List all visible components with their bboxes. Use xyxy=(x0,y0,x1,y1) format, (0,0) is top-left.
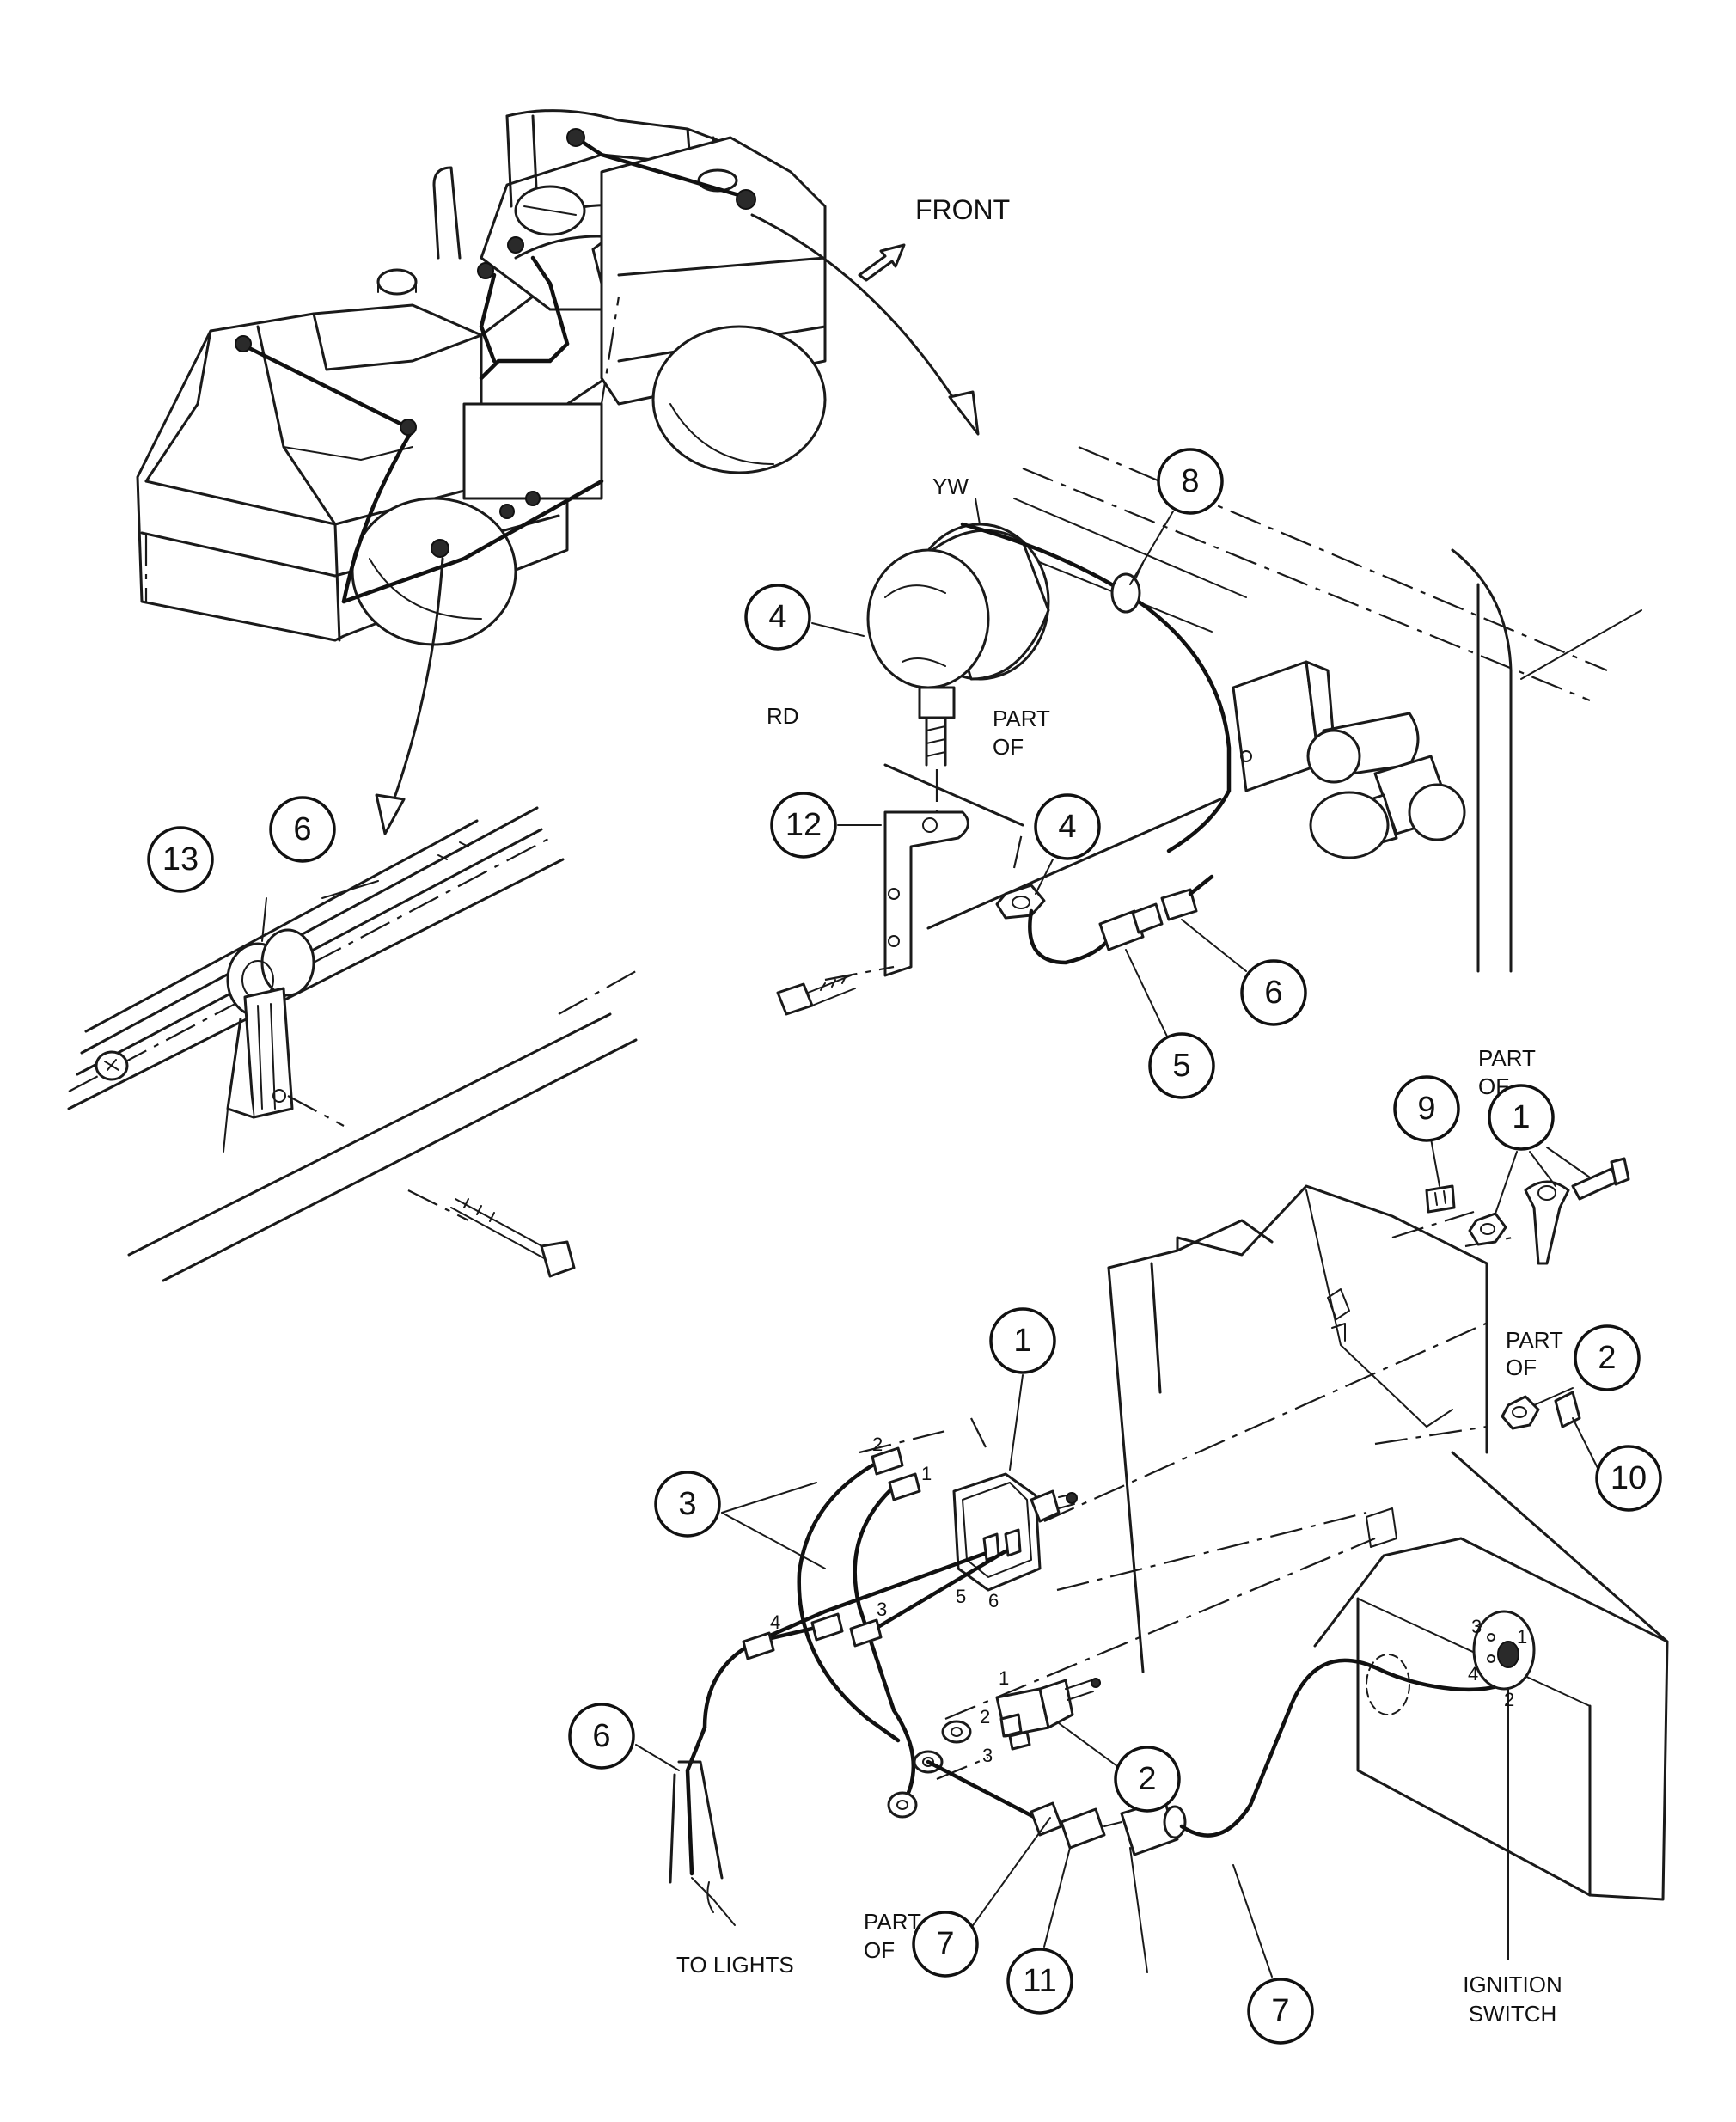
part-of-7-line2: OF xyxy=(864,1937,895,1963)
callout-5: 5 xyxy=(1148,1032,1215,1099)
part-of-4-line2: OF xyxy=(993,734,1024,760)
yw-color-label: YW xyxy=(932,474,969,499)
callout-1-part: 1 xyxy=(1488,1084,1555,1151)
callout-4-part: 4 xyxy=(1034,793,1101,860)
callout-7-wire: 7 xyxy=(1247,1978,1314,2045)
svg-text:12: 12 xyxy=(785,807,822,843)
switch-pin-2: 2 xyxy=(872,1434,883,1455)
text-labels: YW RD PART OF PART OF PART OF PART OF TO… xyxy=(676,474,1563,2027)
svg-text:1: 1 xyxy=(1013,1323,1031,1359)
callout-10: 10 xyxy=(1595,1445,1662,1512)
front-label: FRONT xyxy=(915,194,1010,225)
ignition-pin-2: 2 xyxy=(1504,1689,1514,1710)
svg-text:9: 9 xyxy=(1417,1091,1435,1127)
part-of-7-line1: PART xyxy=(864,1909,921,1935)
svg-text:6: 6 xyxy=(293,811,311,847)
callout-7-part: 7 xyxy=(912,1911,979,1978)
svg-text:7: 7 xyxy=(936,1926,954,1962)
callout-6-bottom: 6 xyxy=(568,1703,635,1770)
part-of-4-line1: PART xyxy=(993,706,1050,731)
callout-13: 13 xyxy=(147,826,214,893)
callout-2-toggle: 2 xyxy=(1114,1746,1181,1813)
callouts: 4 4 12 8 5 6 13 6 xyxy=(147,448,1662,2045)
leader-lines xyxy=(261,498,1599,1978)
svg-text:5: 5 xyxy=(1172,1048,1190,1084)
callout-12: 12 xyxy=(770,792,837,859)
toggle-pin-1: 1 xyxy=(999,1667,1009,1689)
svg-text:8: 8 xyxy=(1181,463,1199,499)
switch-pin-1: 1 xyxy=(921,1463,932,1484)
svg-text:4: 4 xyxy=(768,599,786,635)
svg-text:7: 7 xyxy=(1271,1993,1289,2029)
front-arrow-icon xyxy=(858,243,906,282)
callout-6-top: 6 xyxy=(269,796,336,863)
switch-pin-4: 4 xyxy=(770,1611,780,1633)
ignition-pin-4: 4 xyxy=(1468,1663,1478,1685)
svg-text:1: 1 xyxy=(1512,1099,1530,1135)
lamp-icon xyxy=(866,523,1050,767)
callout-2-part: 2 xyxy=(1574,1324,1641,1391)
svg-text:11: 11 xyxy=(1023,1963,1056,1999)
lamp-assembly xyxy=(776,445,1642,1016)
front-direction-indicator: FRONT xyxy=(858,194,1010,282)
harness-clamp-assembly xyxy=(67,806,638,1282)
ignition-label-line1: IGNITION xyxy=(1463,1972,1562,1997)
svg-text:4: 4 xyxy=(1058,809,1076,845)
switch-panel-assembly xyxy=(669,1157,1669,1926)
toggle-pin-3: 3 xyxy=(982,1745,993,1766)
svg-text:3: 3 xyxy=(678,1486,696,1522)
pin-labels: 2 1 5 6 4 3 1 2 3 3 1 4 2 xyxy=(770,1434,1527,1766)
callout-4-lamp: 4 xyxy=(744,584,811,651)
svg-text:6: 6 xyxy=(592,1718,610,1754)
ignition-label-line2: SWITCH xyxy=(1469,2001,1557,2027)
svg-text:13: 13 xyxy=(162,841,199,878)
part-of-2-line2: OF xyxy=(1506,1355,1537,1380)
callout-1-switch: 1 xyxy=(989,1307,1056,1374)
callout-9: 9 xyxy=(1393,1075,1460,1142)
switch-pin-6: 6 xyxy=(988,1590,999,1611)
vehicle-overview xyxy=(136,109,980,835)
svg-text:2: 2 xyxy=(1138,1761,1156,1797)
callout-3: 3 xyxy=(654,1471,721,1538)
switch-pin-5: 5 xyxy=(956,1586,966,1607)
rd-color-label: RD xyxy=(767,703,799,729)
ignition-pin-1: 1 xyxy=(1517,1626,1527,1648)
svg-text:2: 2 xyxy=(1598,1340,1616,1376)
callout-8: 8 xyxy=(1157,448,1224,515)
ignition-pin-3: 3 xyxy=(1471,1616,1482,1637)
part-of-2-line1: PART xyxy=(1506,1327,1563,1353)
switch-pin-3: 3 xyxy=(877,1599,887,1620)
svg-text:6: 6 xyxy=(1264,975,1282,1011)
callout-11: 11 xyxy=(1006,1948,1073,2015)
toggle-pin-2: 2 xyxy=(980,1706,990,1728)
to-lights-label: TO LIGHTS xyxy=(676,1952,794,1978)
part-of-1-line1: PART xyxy=(1478,1045,1536,1071)
svg-text:10: 10 xyxy=(1611,1460,1647,1496)
callout-6-connector: 6 xyxy=(1240,959,1307,1026)
